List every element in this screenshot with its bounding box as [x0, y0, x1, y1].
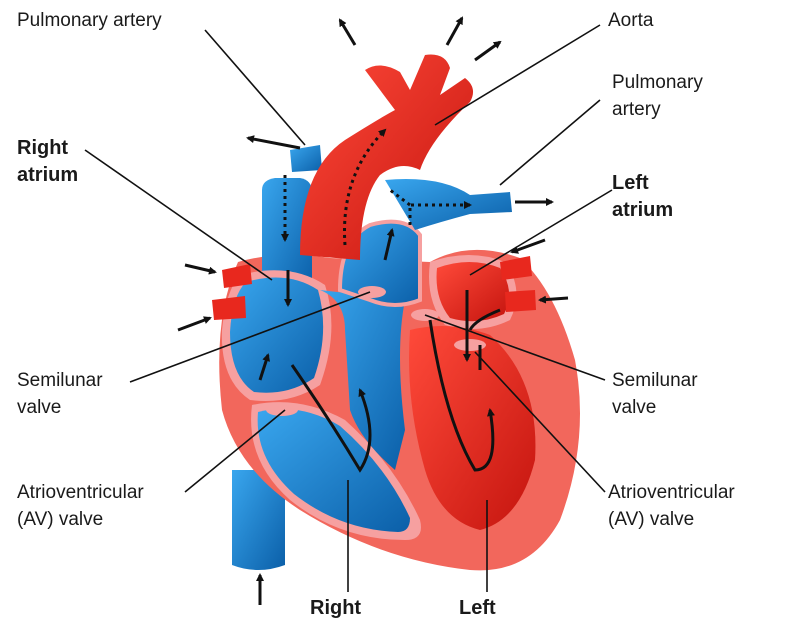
label-right-atrium-2: atrium: [17, 164, 79, 186]
label-left-ventricle: Left: [459, 597, 496, 619]
leader-lines: [84, 24, 613, 592]
label-av-valve-right-2: (AV) valve: [608, 509, 695, 530]
aorta: [300, 54, 474, 260]
label-pulmonary-artery-right-2: artery: [612, 99, 661, 120]
label-semilunar-right-2: valve: [612, 397, 657, 418]
label-av-valve-right-1: Atrioventricular: [608, 482, 735, 503]
label-aorta: Aorta: [608, 10, 654, 31]
dotted-flow-arrows: [281, 128, 472, 246]
label-pulmonary-artery-left: Pulmonary artery: [17, 10, 162, 31]
left-atrium: [212, 255, 536, 329]
label-av-valve-left-2: (AV) valve: [17, 509, 104, 530]
label-semilunar-right-1: Semilunar: [612, 370, 698, 391]
label-left-atrium-2: atrium: [612, 199, 674, 221]
label-semilunar-left-2: valve: [17, 397, 62, 418]
label-right-atrium-1: Right: [17, 137, 69, 159]
label-av-valve-left-1: Atrioventricular: [17, 482, 144, 503]
right-ventricle: [251, 290, 421, 540]
valves: [266, 286, 486, 416]
label-pulmonary-artery-right-1: Pulmonary: [612, 72, 703, 93]
label-right-ventricle: Right: [310, 597, 362, 619]
inferior-vena-cava: [232, 470, 285, 570]
label-left-atrium-1: Left: [612, 172, 649, 194]
right-atrium: [221, 270, 332, 401]
label-semilunar-left-1: Semilunar: [17, 370, 103, 391]
blood-flow-arrows: [177, 16, 569, 605]
